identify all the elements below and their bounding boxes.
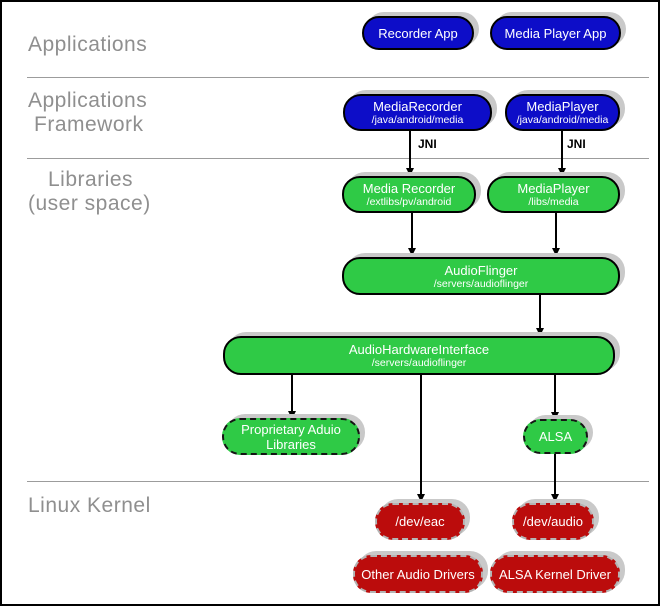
edge-audioflinger-ahi-arrowhead [535,328,544,336]
node-title: AudioHardwareInterface [348,342,490,357]
node-title: /dev/eac [395,514,445,529]
node-subtitle: /java/android/media [516,114,609,126]
section-divider-1 [27,77,649,78]
node-title: Proprietary Aduio Libraries [241,421,341,452]
edge-label-jni-left: JNI [418,137,437,151]
node-alsa: ALSA [523,419,588,454]
node-subtitle: /extlibs/pv/android [366,196,452,208]
node-recorder-app: Recorder App [362,16,474,50]
node-title: Media Player App [504,25,607,41]
edge-mediaplayer-audioflinger-arrowhead [551,248,560,256]
node-subtitle: /servers/audioflinger [371,357,467,369]
edge-ahi-deveac-line [420,375,422,501]
node-title: ALSA [538,429,573,444]
node-media-recorder-lib: Media Recorder /extlibs/pv/android [342,176,476,213]
edge-alsa-devaudio-line [554,454,556,501]
edge-ahi-alsa-line [554,375,556,419]
section-divider-2 [27,158,649,159]
section-label-linux-kernel: Linux Kernel [28,494,151,517]
node-title: MediaPlayer [526,99,599,114]
node-subtitle: /servers/audioflinger [433,277,529,290]
node-title: Recorder App [378,25,458,41]
node-alsa-kernel-driver: ALSA Kernel Driver [490,555,620,593]
node-audiohardwareinterface: AudioHardwareInterface /servers/audiofli… [223,336,615,375]
edge-mediarecorder-audioflinger-line [411,213,413,255]
node-title: Media Recorder [362,181,456,196]
edge-jni-player-line [561,131,563,169]
node-title: MediaRecorder [373,99,462,114]
node-title: ALSA Kernel Driver [499,566,611,582]
section-label-libraries: Libraries (user space) [28,168,151,215]
edge-ahi-deveac-arrowhead [416,494,425,502]
edge-ahi-alsa-arrowhead [550,412,559,420]
node-mediaplayer-framework: MediaPlayer /java/android/media [505,94,620,131]
node-audioflinger: AudioFlinger /servers/audioflinger [342,257,620,295]
edge-jni-recorder-arrowhead [405,168,414,176]
node-dev-audio: /dev/audio [512,503,594,540]
node-mediarecorder-framework: MediaRecorder /java/android/media [343,94,492,131]
edge-mediarecorder-audioflinger-arrowhead [407,248,416,256]
edge-ahi-proprietary-arrowhead [287,411,296,419]
edge-ahi-proprietary-line [291,375,293,418]
section-divider-3 [27,481,649,482]
edge-label-jni-right: JNI [567,137,586,151]
node-other-audio-drivers: Other Audio Drivers [353,555,483,593]
node-proprietary-audio-libraries: Proprietary Aduio Libraries [222,418,360,455]
section-label-applications-framework: Applications Framework [28,89,148,136]
node-subtitle: /java/android/media [371,114,464,126]
node-title: /dev/audio [523,514,583,529]
edge-mediaplayer-audioflinger-line [555,213,557,255]
edge-audioflinger-ahi-line [539,295,541,335]
edge-alsa-devaudio-arrowhead [550,494,559,502]
node-title: MediaPlayer [517,181,590,196]
node-title: AudioFlinger [444,262,518,278]
section-label-applications: Applications [28,33,148,56]
node-dev-eac: /dev/eac [375,503,465,540]
node-subtitle: /libs/media [528,196,579,208]
edge-jni-recorder-line [409,131,411,169]
node-title: Other Audio Drivers [361,566,475,582]
node-mediaplayer-lib: MediaPlayer /libs/media [487,176,620,213]
edge-jni-player-arrowhead [557,168,566,176]
node-media-player-app: Media Player App [490,16,621,50]
